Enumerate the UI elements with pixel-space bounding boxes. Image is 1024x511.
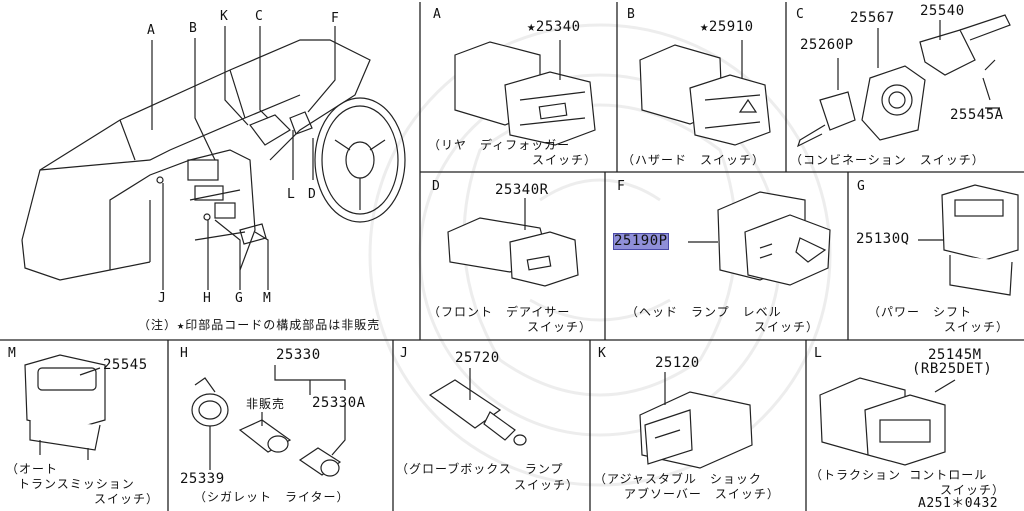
panel-a-id: A [433,7,441,22]
panel-g-id: G [857,179,865,194]
power-shift-switch-drawing [918,184,1019,296]
panel-a-part-25340: ★25340 [527,19,581,35]
dashboard-illustration [21,26,406,290]
panel-h-caption: （シガレット ライター） [194,490,350,504]
panel-m-id: M [8,346,16,361]
combination-switch-drawing [796,14,1011,148]
panel-d-caption-1: （フロント デアイサー [428,305,571,319]
hazard-switch-drawing [639,40,771,146]
callout-g: G [235,291,243,306]
panel-k-caption-1: （アジャスタブル ショック [594,472,762,486]
panel-l-variant-rb25det: (RB25DET) [912,361,993,377]
glovebox-lamp-switch-drawing [428,368,527,446]
panel-m-caption-2: トランスミッション [18,477,135,491]
panel-c-part-25540: 25540 [920,3,965,19]
panel-j-id: J [400,346,408,361]
callout-c: C [255,9,263,24]
panel-k-part-25120: 25120 [655,355,700,371]
traction-control-switch-drawing [819,377,956,466]
cigarette-lighter-drawing [191,365,346,477]
panel-c-part-25260p: 25260P [800,37,854,53]
panel-c-part-25545a: 25545A [950,107,1004,123]
panel-l-part-25145m: 25145M [928,347,982,363]
front-deicer-switch-drawing [447,198,579,287]
panel-h-not-sold-label: 非販売 [246,397,286,411]
panel-f-caption-1: （ヘッド ランプ レベル [626,305,782,319]
footer-diagram-code: A251＊0432 [918,496,999,511]
headlamp-level-switch-drawing [688,191,831,286]
panel-f-part-25190p-highlighted: 25190P [613,233,669,250]
panel-d-id: D [432,179,440,194]
panel-h-part-25339: 25339 [180,471,225,487]
panel-h-id: H [180,346,188,361]
panel-g-caption-1: （パワー シフト [868,305,973,319]
panel-k-caption-2: アブソーバー スイッチ） [624,487,780,501]
rear-defogger-switch-drawing [454,40,596,146]
callout-d: D [308,187,316,202]
panel-j-caption-2: スイッチ） [514,478,580,492]
panel-c-caption: （コンビネーション スイッチ） [790,153,985,167]
watermark-emblem [368,23,832,487]
panel-m-part-25545: 25545 [103,357,148,373]
panel-a-caption-2: スイッチ） [532,153,598,167]
panel-g-caption-2: スイッチ） [944,320,1010,334]
panel-j-part-25720: 25720 [455,350,500,366]
panel-f-caption-2: スイッチ） [754,320,820,334]
shock-absorber-switch-drawing [639,372,753,469]
panel-b-id: B [627,7,635,22]
callout-b: B [189,21,197,36]
panel-k-id: K [598,346,606,361]
callout-a: A [147,23,155,38]
panel-m-caption-3: スイッチ） [94,492,160,506]
panel-l-caption-1: （トラクション コントロール [810,468,988,482]
panel-l-caption-2: スイッチ） [940,483,1006,497]
panel-g-part-25130q: 25130Q [856,231,910,247]
panel-b-caption: （ハザード スイッチ） [622,153,766,167]
callout-j: J [158,291,166,306]
panel-c-id: C [796,7,804,22]
overview-note: （注）★印部品コードの構成部品は非販売 [138,318,381,332]
auto-transmission-switch-drawing [24,354,106,460]
callout-m: M [263,291,271,306]
panel-c-part-25567: 25567 [850,10,895,26]
panel-m-caption-1: （オート [6,462,59,476]
panel-d-part-25340r: 25340R [495,182,549,198]
panel-f-id: F [617,179,625,194]
panel-l-id: L [814,346,822,361]
callout-l: L [287,187,295,202]
panel-b-part-25910: ★25910 [700,19,754,35]
callout-k: K [220,9,228,24]
panel-j-caption-1: （グローブボックス ランプ [396,462,564,476]
panel-a-caption-1: （リヤ ディフォッガー [428,138,571,152]
panel-h-part-25330a: 25330A [312,395,366,411]
panel-h-part-25330: 25330 [276,347,321,363]
callout-f: F [331,11,339,26]
callout-h: H [203,291,211,306]
panel-d-caption-2: スイッチ） [527,320,593,334]
